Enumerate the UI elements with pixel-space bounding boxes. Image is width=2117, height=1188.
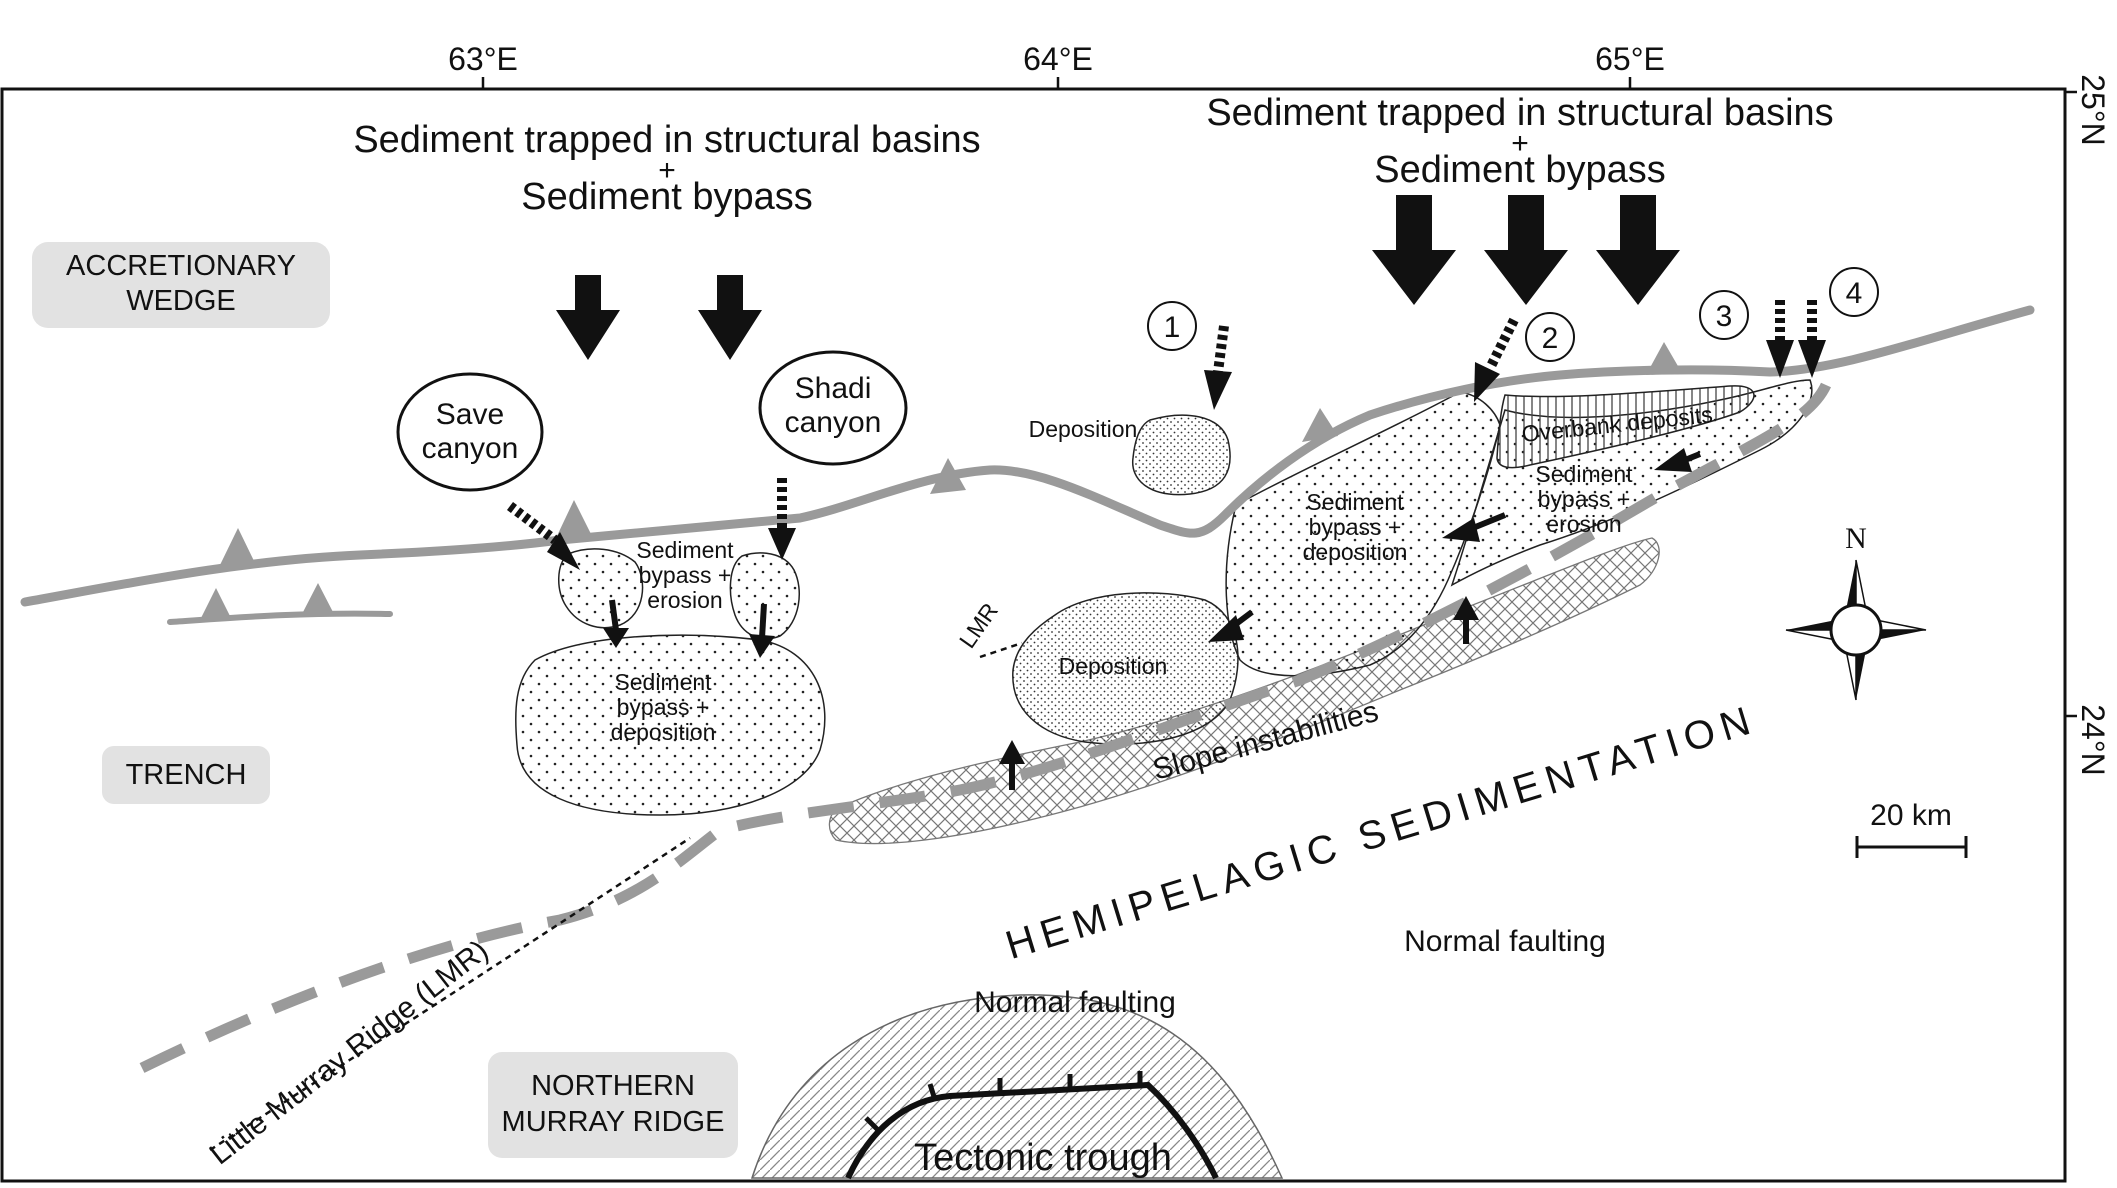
scale-bar-label: 20 km [1870, 799, 1952, 832]
tectonic-trough-label: Tectonic trough [914, 1137, 1172, 1179]
longitude-ticks [481, 77, 1632, 89]
east-input-line1: Sediment trapped in structural basins [1206, 92, 1833, 134]
input-arrows [556, 195, 1680, 360]
deposition-mid-label: Deposition [1059, 653, 1168, 679]
lmr-short-dash [979, 641, 1023, 659]
number-label: 2 [1542, 322, 1559, 355]
number-circle [1829, 267, 1879, 317]
number-label: 4 [1846, 277, 1863, 310]
west-input-line1: Sediment trapped in structural basins [353, 119, 980, 161]
east-input-line2: Sediment bypass [1374, 149, 1666, 191]
longitude-label: 64°E [1023, 41, 1093, 77]
feeder-arrowheads [547, 340, 1826, 570]
thrust-front-secondary [167, 610, 393, 625]
normal-faulting-zone [750, 994, 1284, 1179]
number-circle [1699, 290, 1749, 340]
lmr-label: LMR [954, 598, 1003, 653]
number-label: 1 [1164, 311, 1181, 344]
feeder-arrows [506, 300, 1817, 544]
tectonic-trough-ticks [864, 1071, 1143, 1132]
little-murray-ridge-label: Little Murray Ridge (LMR) [204, 934, 495, 1171]
scale-bar [1855, 836, 1968, 858]
latitude-label: 25°N [2075, 74, 2111, 146]
compass-icon [1785, 559, 1927, 701]
number-label: 3 [1716, 300, 1733, 333]
longitude-label: 63°E [448, 41, 518, 77]
deposition-lobe-mid [1012, 592, 1239, 745]
west-bypass-lobe-left [558, 548, 644, 629]
flow-arrows [603, 448, 1702, 790]
normal-faulting-label: Normal faulting [974, 986, 1176, 1019]
overbank-deposits-zone [1496, 385, 1755, 469]
west-input-line2: Sediment bypass [521, 176, 813, 218]
accretionary-wedge-box [32, 242, 330, 328]
west-input-plus: + [658, 154, 676, 187]
number-circle [1525, 312, 1575, 362]
west-bypass-deposition-lobe [515, 634, 826, 816]
west-bypass-lobe-right [729, 552, 801, 640]
lmr-dotted-line [209, 836, 691, 1152]
trench-box [102, 746, 270, 804]
northern-murray-ridge-box [488, 1052, 738, 1158]
east-input-plus: + [1511, 127, 1529, 160]
feature-numbers: 1 2 3 4 [1147, 267, 1879, 362]
thrust-teeth-secondary [200, 583, 334, 620]
number-circle [1147, 301, 1197, 351]
longitude-label: 65°E [1595, 41, 1665, 77]
trench-label: TRENCH [126, 759, 247, 791]
deposition-small-label: Deposition [1029, 416, 1138, 442]
map-frame [0, 87, 2067, 1183]
compass-north-label: N [1845, 522, 1867, 555]
lmr-dashed-trace [139, 382, 1831, 1073]
east-bypass-deposition-lobe [1225, 391, 1501, 677]
normal-faulting-label: Normal faulting [1404, 925, 1606, 958]
shadi-canyon-oval [758, 350, 908, 466]
save-canyon-oval [396, 372, 544, 492]
latitude-ticks [2065, 90, 2077, 718]
tectonic-trough-line [845, 1081, 1219, 1180]
latitude-label: 24°N [2075, 704, 2111, 776]
deposition-lobe-small [1132, 414, 1231, 496]
thrust-teeth [220, 342, 1682, 565]
